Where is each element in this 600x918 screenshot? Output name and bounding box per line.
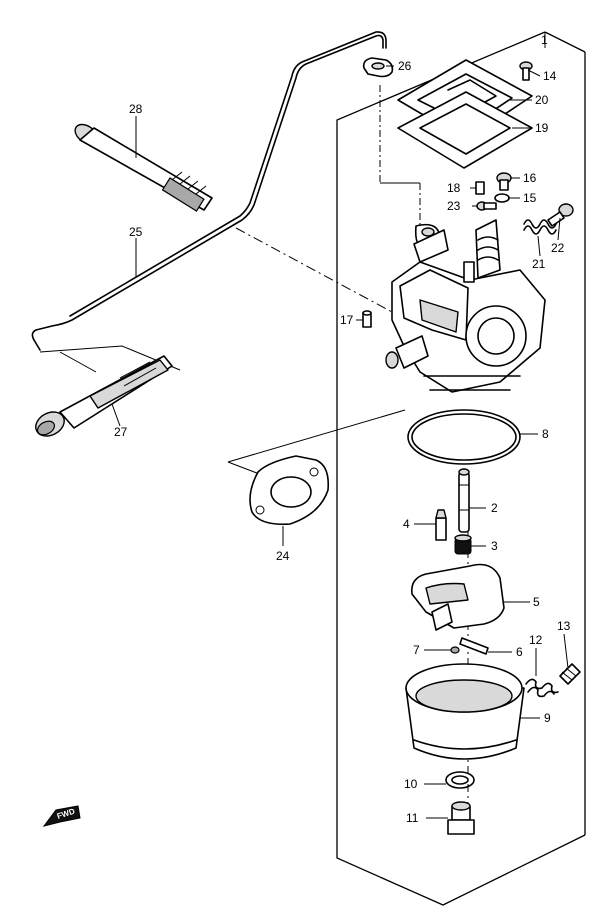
part-16-screw [496, 172, 512, 191]
part-18-pin [475, 181, 485, 195]
callout-7: 7 [413, 643, 420, 657]
callout-9: 9 [544, 711, 551, 725]
part-25-control-rod [31, 31, 387, 351]
part-8-o-ring [407, 409, 521, 465]
callout-3: 3 [491, 539, 498, 553]
callout-5: 5 [533, 595, 540, 609]
reference-lines [39, 85, 469, 830]
callout-11: 11 [406, 811, 419, 825]
callout-12: 12 [529, 633, 543, 647]
callout-23: 23 [447, 199, 461, 213]
callout-17: 17 [340, 313, 354, 327]
callout-10: 10 [404, 777, 418, 791]
forward-direction-icon: FWD [42, 805, 81, 827]
part-28-long-bolt [74, 123, 213, 212]
callout-19: 19 [535, 121, 549, 135]
part-17-pin [362, 310, 372, 328]
part-14-screw [519, 61, 533, 81]
part-15-washer [494, 193, 510, 203]
part-13-pilot-screw [559, 663, 581, 685]
callout-1: 1 [541, 33, 548, 47]
part-6-float-pin [459, 637, 489, 655]
assembly-outline-box [336, 31, 586, 906]
part-4-main-jet [435, 509, 447, 541]
part-5-float [410, 563, 505, 631]
part-27-choke-knob [35, 355, 173, 437]
part-22-screw [547, 203, 574, 227]
callout-labels: 1 2 3 4 5 6 7 8 9 10 11 12 13 14 15 16 1… [114, 33, 571, 825]
callout-26: 26 [398, 59, 412, 73]
part-26-clip [362, 57, 394, 78]
callout-24: 24 [276, 549, 290, 563]
callout-18: 18 [447, 181, 461, 195]
callout-2: 2 [491, 501, 498, 515]
carburetor-body [385, 219, 546, 393]
callout-leaders [111, 32, 569, 819]
callout-4: 4 [403, 517, 410, 531]
part-23-screw [476, 201, 497, 211]
callout-6: 6 [516, 645, 523, 659]
part-11-drain-plug [447, 801, 475, 835]
part-10-washer [445, 771, 475, 789]
callout-8: 8 [542, 427, 549, 441]
part-24-gasket [227, 409, 406, 526]
callout-14: 14 [543, 69, 557, 83]
callout-20: 20 [535, 93, 549, 107]
callout-16: 16 [523, 171, 537, 185]
callout-25: 25 [129, 225, 143, 239]
part-2-float-needle [458, 468, 470, 533]
part-21-spring [523, 219, 557, 235]
callout-21: 21 [532, 257, 546, 271]
part-12-spring [525, 678, 559, 698]
callout-15: 15 [523, 191, 537, 205]
callout-27: 27 [114, 425, 128, 439]
part-9-float-bowl [405, 663, 525, 760]
part-7-clip [450, 646, 460, 654]
part-3-needle-seat [454, 534, 472, 555]
callout-28: 28 [129, 102, 143, 116]
callout-22: 22 [551, 241, 565, 255]
callout-13: 13 [557, 619, 571, 633]
